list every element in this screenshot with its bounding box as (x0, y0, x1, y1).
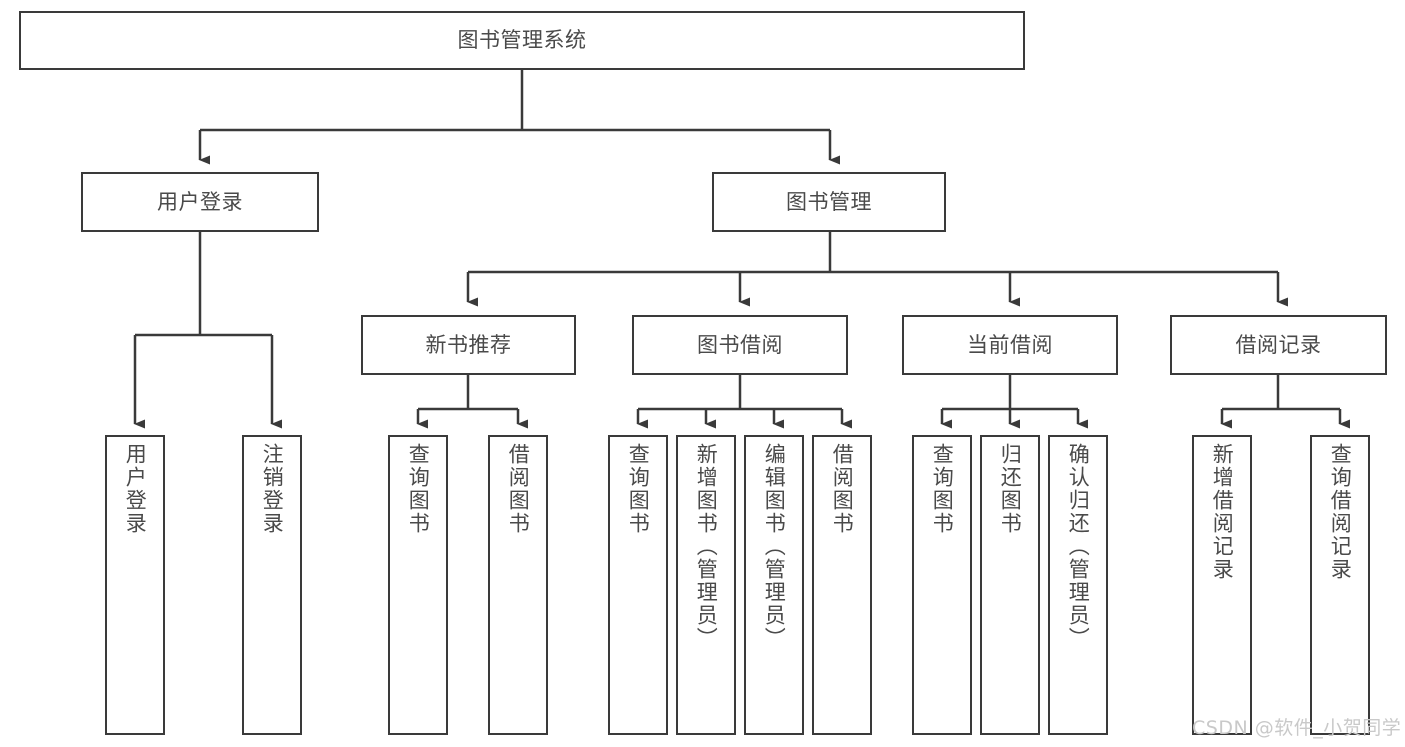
node-label: 编辑图书（管理员） (762, 443, 787, 650)
csdn-watermark: CSDN @软件_小贺同学 (1192, 717, 1402, 739)
node-label: 图书管理系统 (457, 28, 587, 53)
node-label: 新增图书（管理员） (694, 443, 719, 650)
node-label: 借阅图书 (830, 443, 855, 535)
node-borrow-record[interactable]: 借阅记录 (1170, 315, 1387, 375)
node-leaf-add-borrow-record[interactable]: 新增借阅记录 (1192, 435, 1252, 735)
node-leaf-user-login[interactable]: 用户登录 (105, 435, 165, 735)
node-label: 当前借阅 (967, 332, 1053, 357)
node-label: 查询图书 (406, 443, 431, 535)
node-label: 查询借阅记录 (1328, 443, 1353, 581)
node-leaf-add-book[interactable]: 新增图书（管理员） (676, 435, 736, 735)
node-root-system[interactable]: 图书管理系统 (19, 11, 1025, 70)
node-label: 图书管理 (786, 189, 872, 214)
node-leaf-query-borrow-record[interactable]: 查询借阅记录 (1310, 435, 1370, 735)
node-label: 归还图书 (998, 443, 1023, 535)
node-leaf-confirm-return[interactable]: 确认归还（管理员） (1048, 435, 1108, 735)
node-leaf-user-logout[interactable]: 注销登录 (242, 435, 302, 735)
node-label: 新增借阅记录 (1210, 443, 1235, 581)
node-leaf-edit-book[interactable]: 编辑图书（管理员） (744, 435, 804, 735)
node-label: 确认归还（管理员） (1066, 443, 1091, 650)
node-leaf-query-book-current[interactable]: 查询图书 (912, 435, 972, 735)
node-new-book-recommend[interactable]: 新书推荐 (361, 315, 576, 375)
node-user-login[interactable]: 用户登录 (81, 172, 319, 232)
node-label: 图书借阅 (697, 332, 783, 357)
node-label: 借阅记录 (1235, 332, 1322, 357)
node-book-manage[interactable]: 图书管理 (712, 172, 946, 232)
node-leaf-borrow-book-recommend[interactable]: 借阅图书 (488, 435, 548, 735)
node-current-borrow[interactable]: 当前借阅 (902, 315, 1118, 375)
node-label: 借阅图书 (506, 443, 531, 535)
node-book-borrow[interactable]: 图书借阅 (632, 315, 848, 375)
node-label: 注销登录 (260, 443, 285, 535)
node-leaf-query-book-recommend[interactable]: 查询图书 (388, 435, 448, 735)
node-leaf-return-book[interactable]: 归还图书 (980, 435, 1040, 735)
node-leaf-query-book-borrow[interactable]: 查询图书 (608, 435, 668, 735)
node-label: 用户登录 (123, 443, 148, 535)
node-label: 查询图书 (626, 443, 651, 535)
node-label: 新书推荐 (425, 332, 512, 357)
node-leaf-borrow-book[interactable]: 借阅图书 (812, 435, 872, 735)
node-label: 用户登录 (157, 189, 243, 214)
node-label: 查询图书 (930, 443, 955, 535)
